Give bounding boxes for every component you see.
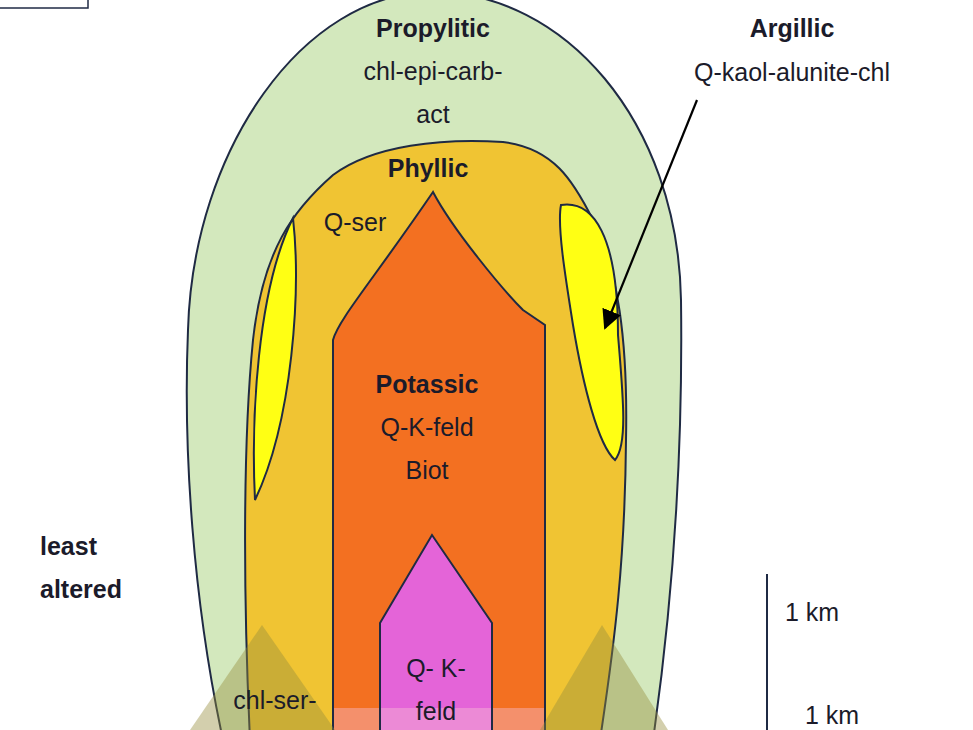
alteration-zone: ArgillicQ-kaol-alunite-chl: [553, 5, 933, 465]
chl-ser-zone: [540, 625, 668, 730]
scale-label: 1 km: [787, 694, 877, 730]
scale-label: 1 km: [767, 591, 857, 634]
zone-shape: [245, 141, 626, 730]
chl-ser-zone: [190, 625, 335, 730]
zone-shape: [560, 205, 623, 460]
mineral-list: Q-kaol-alunite-chl: [647, 51, 937, 94]
note-label: least altered: [40, 525, 180, 611]
alteration-zone: PhyllicQ-serArgillicQ-kaol-alunite-chlPo…: [243, 140, 628, 730]
mineral-list: Q-ser: [305, 201, 405, 244]
mineral-list: Q-K-feld Biot: [367, 406, 487, 492]
zone-title: Propylitic: [323, 7, 543, 50]
scale-bar: [766, 574, 768, 730]
mineral-list: chl-epi-carb-act: [351, 50, 516, 136]
zone-title: Argillic: [692, 7, 892, 50]
corner-box: [0, 0, 88, 8]
zone-label: chl-ser-: [215, 679, 335, 722]
alteration-zone: Propyliticchl-epi-carb-actPhyllicQ-serAr…: [183, 0, 683, 730]
zone-shape: [333, 192, 545, 730]
zone-shape: [380, 535, 492, 730]
mineral-list: Q- K-feld: [395, 647, 477, 730]
alteration-zone: PotassicQ-K-feld Biot Q- K-feld: [333, 190, 545, 730]
zone-part: [254, 218, 296, 500]
alteration-zone: Q- K-feld: [380, 533, 492, 730]
zone-title: Phyllic: [358, 147, 498, 190]
zone-title: Potassic: [342, 363, 512, 406]
leader-arrow: [605, 100, 697, 328]
zone-shape: [187, 0, 681, 730]
